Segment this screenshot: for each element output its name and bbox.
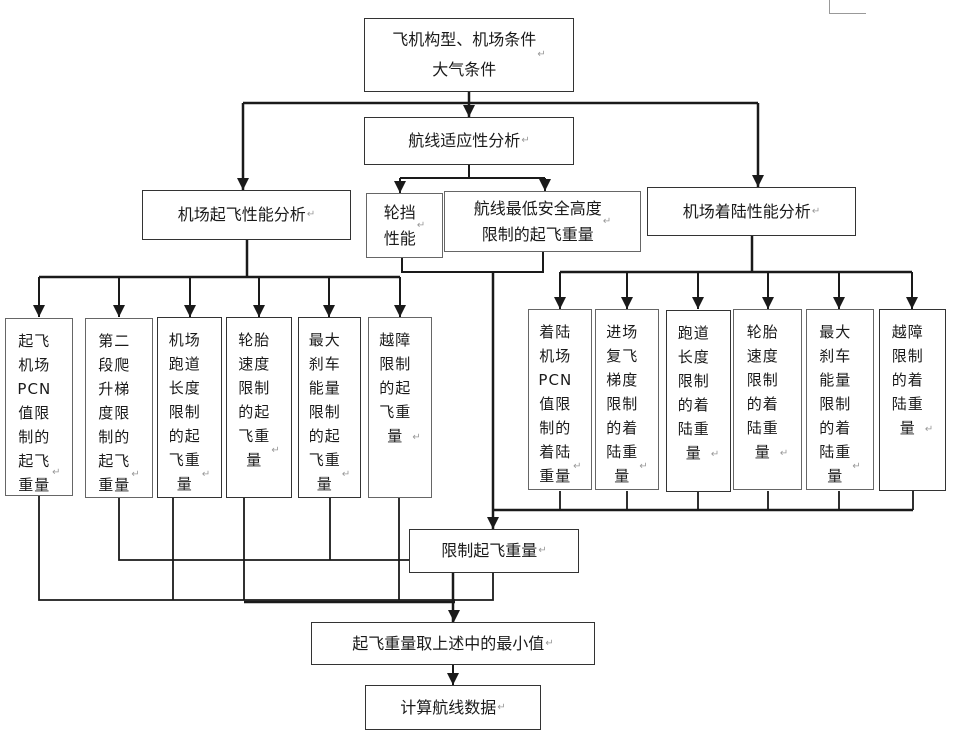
takeoff-limit-second-segment-climb-box: 第二 段爬 升梯 度限 制的 起飞 重量↵ bbox=[85, 318, 153, 498]
paragraph-mark-icon: ↵ bbox=[639, 461, 648, 472]
arrow-head-icon bbox=[539, 179, 551, 191]
paragraph-mark-icon: ↵ bbox=[602, 215, 612, 227]
paragraph-mark-icon: ↵ bbox=[131, 469, 140, 480]
chock-performance-box: 轮挡 性能↵ bbox=[366, 193, 443, 258]
paragraph-mark-icon: ↵ bbox=[545, 637, 554, 649]
box-label: 限制起飞重量 bbox=[441, 541, 538, 560]
connector-limit-weight-right bbox=[453, 573, 494, 601]
takeoff-limit-max-brake-energy-box: 最大 刹车 能量 限制 的起 飞重 量↵ bbox=[298, 317, 361, 498]
paragraph-mark-icon: ↵ bbox=[271, 445, 280, 456]
arrow-head-icon bbox=[253, 305, 265, 317]
box-label: 计算航线数据 bbox=[400, 697, 497, 717]
arrow-head-icon bbox=[762, 297, 774, 309]
box-label: 最大 刹车 能量 限制 的着 陆重 量 bbox=[819, 323, 852, 485]
landing-limit-approach-go-around-box: 进场 复飞 梯度 限制 的着 陆重 量↵ bbox=[595, 309, 659, 490]
paragraph-mark-icon: ↵ bbox=[538, 545, 547, 556]
takeoff-limit-obstacle-box: 越障 限制 的起 飞重 量↵ bbox=[368, 317, 432, 498]
takeoff-limit-pcn-box: 起飞 机场 PCN 值限 制的 起飞 重量↵ bbox=[5, 318, 73, 496]
arrow-head-icon bbox=[554, 297, 566, 309]
landing-limit-tire-speed-box: 轮胎 速度 限制 的着 陆重 量↵ bbox=[733, 309, 802, 490]
paragraph-mark-icon: ↵ bbox=[521, 135, 530, 146]
box-label: 起飞 机场 PCN 值限 制的 起飞 重量 bbox=[17, 332, 52, 494]
box-label: 进场 复飞 梯度 限制 的着 陆重 量 bbox=[606, 323, 639, 485]
arrow-head-icon bbox=[184, 305, 196, 317]
text-boundary-corner-mark bbox=[829, 0, 866, 14]
box-label: 着陆 机场 PCN 值限 制的 着陆 重量 bbox=[538, 323, 573, 485]
paragraph-mark-icon: ↵ bbox=[497, 701, 506, 713]
arrow-head-icon bbox=[113, 305, 125, 317]
airport-landing-performance-analysis-box: 机场着陆性能分析↵ bbox=[647, 187, 856, 236]
paragraph-mark-icon: ↵ bbox=[52, 467, 61, 478]
landing-limit-obstacle-box: 越障 限制 的着 陆重 量↵ bbox=[879, 309, 946, 491]
box-label: 轮挡 性能 bbox=[383, 202, 416, 248]
arrow-head-icon bbox=[447, 673, 459, 685]
compute-route-data-box: 计算航线数据↵ bbox=[365, 685, 541, 730]
route-adaptability-analysis-box: 航线适应性分析↵ bbox=[364, 117, 574, 165]
arrow-head-icon bbox=[906, 297, 918, 309]
box-label: 飞机构型、机场条件 大气条件 bbox=[392, 30, 537, 79]
connector-takeoff-limits-to-limit-weight bbox=[118, 498, 409, 561]
box-label: 轮胎 速度 限制 的起 飞重 量 bbox=[238, 331, 271, 469]
arrow-head-icon bbox=[487, 517, 499, 529]
arrow-head-icon bbox=[752, 175, 764, 187]
box-label: 越障 限制 的着 陆重 量 bbox=[891, 323, 924, 437]
route-min-safe-altitude-takeoff-weight-box: 航线最低安全高度 限制的起飞重量↵ bbox=[444, 191, 641, 252]
arrow-head-icon bbox=[33, 305, 45, 317]
airport-takeoff-performance-analysis-box: 机场起飞性能分析↵ bbox=[142, 190, 351, 240]
arrow-head-icon bbox=[237, 178, 249, 190]
takeoff-limit-tire-speed-box: 轮胎 速度 限制 的起 飞重 量↵ bbox=[226, 317, 292, 498]
min-takeoff-weight-box: 起飞重量取上述中的最小值↵ bbox=[311, 622, 595, 665]
paragraph-mark-icon: ↵ bbox=[537, 49, 546, 60]
box-label: 轮胎 速度 限制 的着 陆重 量 bbox=[746, 323, 779, 461]
box-label: 越障 限制 的起 飞重 量 bbox=[379, 331, 412, 445]
paragraph-mark-icon: ↵ bbox=[201, 469, 211, 480]
box-label: 机场着陆性能分析 bbox=[682, 201, 811, 221]
paragraph-mark-icon: ↵ bbox=[412, 432, 421, 443]
paragraph-mark-icon: ↵ bbox=[852, 461, 861, 472]
paragraph-mark-icon: ↵ bbox=[416, 219, 426, 231]
box-label: 航线适应性分析 bbox=[408, 131, 521, 150]
box-label: 机场起飞性能分析 bbox=[177, 205, 306, 224]
paragraph-mark-icon: ↵ bbox=[573, 461, 582, 472]
arrow-head-icon bbox=[323, 305, 335, 317]
paragraph-mark-icon: ↵ bbox=[306, 209, 316, 220]
arrow-head-icon bbox=[448, 610, 460, 622]
box-label: 航线最低安全高度 限制的起飞重量 bbox=[473, 198, 602, 244]
arrow-head-icon bbox=[463, 105, 475, 117]
box-label: 起飞重量取上述中的最小值 bbox=[352, 633, 545, 653]
connector-takeoff-limits-main-bus bbox=[38, 496, 455, 601]
limit-takeoff-weight-box: 限制起飞重量↵ bbox=[409, 529, 579, 573]
box-label: 跑道 长度 限制 的着 陆重 量 bbox=[677, 324, 710, 462]
landing-limit-max-brake-energy-box: 最大 刹车 能量 限制 的着 陆重 量↵ bbox=[806, 309, 874, 490]
arrow-head-icon bbox=[692, 297, 704, 309]
paragraph-mark-icon: ↵ bbox=[811, 205, 821, 217]
arrow-head-icon bbox=[833, 297, 845, 309]
arrow-head-icon bbox=[621, 297, 633, 309]
paragraph-mark-icon: ↵ bbox=[710, 449, 720, 460]
paragraph-mark-icon: ↵ bbox=[779, 448, 789, 459]
arrow-head-icon bbox=[394, 181, 406, 193]
box-label: 最大 刹车 能量 限制 的起 飞重 量 bbox=[308, 331, 341, 493]
arrow-head-icon bbox=[394, 305, 406, 317]
paragraph-mark-icon: ↵ bbox=[924, 424, 934, 435]
aircraft-airport-atmosphere-conditions-box: 飞机构型、机场条件 大气条件↵ bbox=[364, 18, 574, 92]
box-label: 机场 跑道 长度 限制 的起 飞重 量 bbox=[168, 331, 201, 493]
landing-limit-pcn-box: 着陆 机场 PCN 值限 制的 着陆 重量↵ bbox=[528, 309, 592, 490]
takeoff-limit-runway-length-box: 机场 跑道 长度 限制 的起 飞重 量↵ bbox=[157, 317, 222, 498]
box-label: 第二 段爬 升梯 度限 制的 起飞 重量 bbox=[98, 332, 131, 494]
landing-limit-runway-length-box: 跑道 长度 限制 的着 陆重 量↵ bbox=[666, 310, 731, 492]
paragraph-mark-icon: ↵ bbox=[341, 469, 351, 480]
